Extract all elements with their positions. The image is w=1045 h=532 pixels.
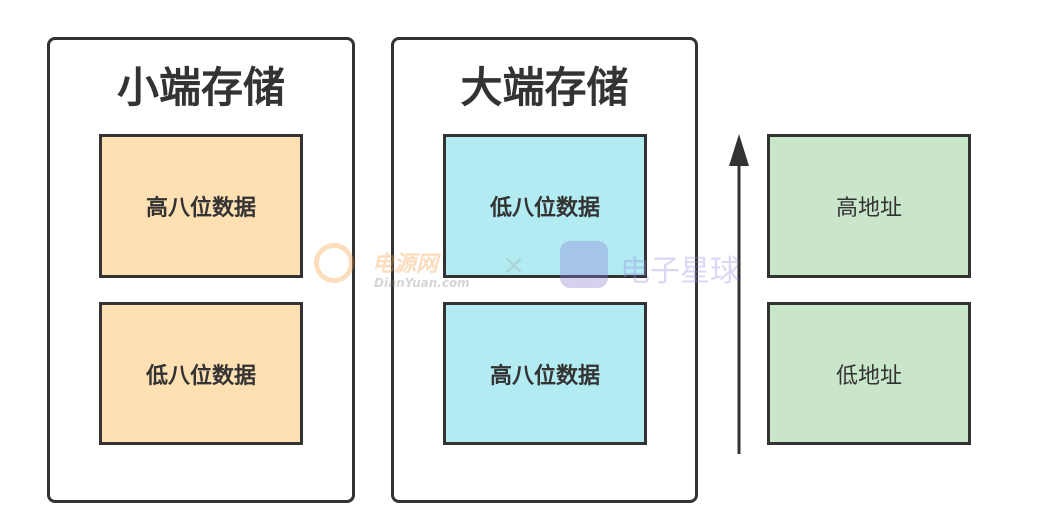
big-endian-cell-high: 高八位数据	[443, 302, 647, 445]
big-endian-panel: 大端存储	[391, 37, 698, 503]
little-endian-cell-low: 低八位数据	[99, 302, 303, 445]
high-address-cell: 高地址	[767, 134, 971, 278]
big-endian-cell-low: 低八位数据	[443, 134, 647, 278]
low-address-cell: 低地址	[767, 302, 971, 445]
little-endian-panel: 小端存储	[47, 37, 355, 503]
address-arrow-icon	[729, 134, 749, 454]
big-endian-title: 大端存储	[460, 63, 629, 112]
little-endian-cell-high: 高八位数据	[99, 134, 303, 278]
little-endian-title: 小端存储	[116, 63, 285, 112]
